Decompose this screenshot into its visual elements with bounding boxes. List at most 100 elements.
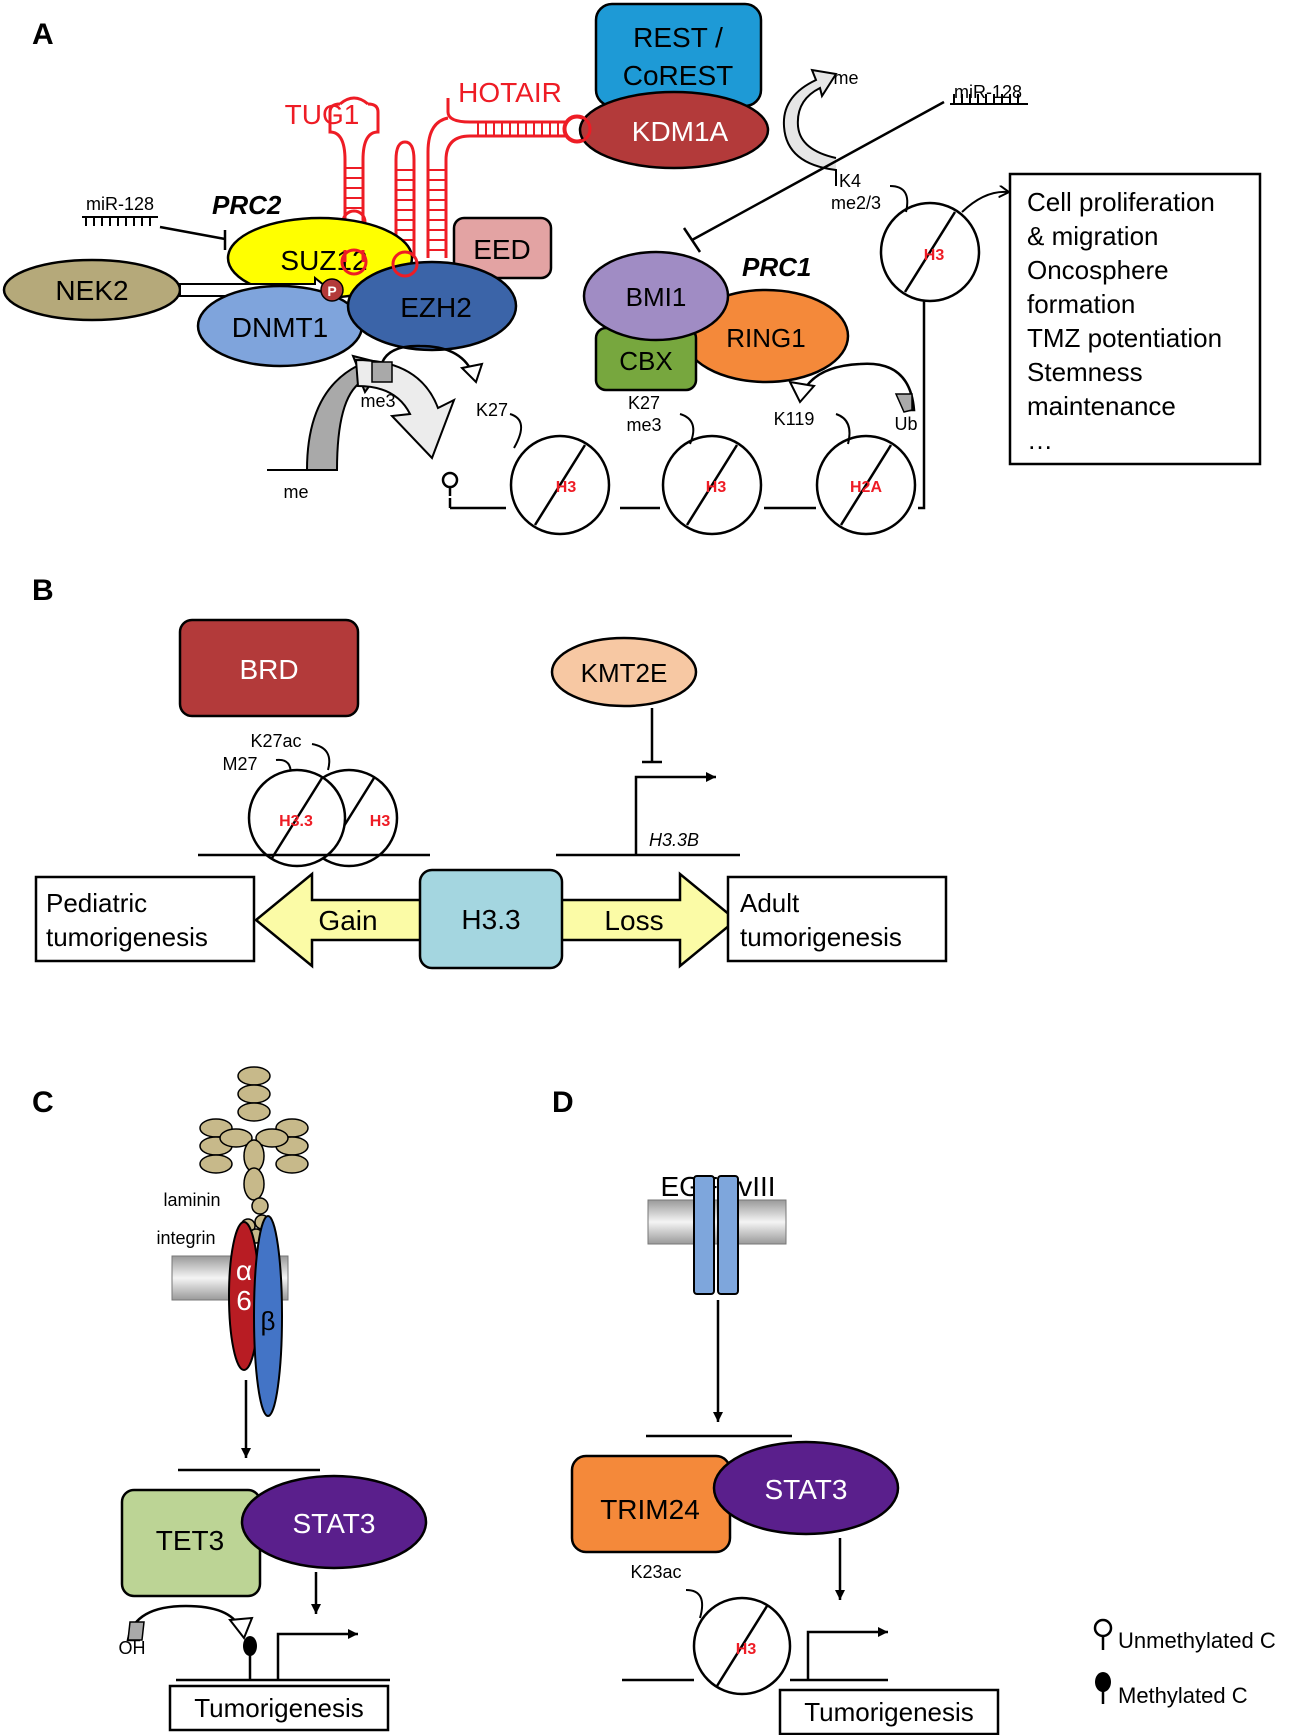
nucleosome-h3-1: H3: [509, 434, 611, 536]
nek2-label: NEK2: [55, 275, 128, 306]
adult-label-2: tumorigenesis: [740, 922, 902, 952]
svg-text:Oncosphere: Oncosphere: [1027, 255, 1169, 285]
nucleosome-h3-2: H3: [661, 434, 763, 536]
k4-tail: [889, 185, 909, 213]
legend-methylated-icon: [1095, 1672, 1111, 1692]
ezh2-label: EZH2: [400, 292, 472, 323]
kmt2e-inhibition: [642, 708, 662, 764]
svg-text:H3.3: H3.3: [279, 813, 313, 830]
svg-text:…: …: [1027, 425, 1053, 455]
integrin-beta: [253, 1215, 283, 1417]
svg-text:H3: H3: [706, 479, 727, 496]
me3-arrow: [378, 344, 474, 373]
svg-text:TMZ potentiation: TMZ potentiation: [1027, 323, 1222, 353]
brd-box: [178, 618, 360, 718]
panel-label-c: C: [32, 1086, 54, 1119]
bmi1-protein: [582, 250, 730, 342]
bmi1-label: BMI1: [626, 282, 687, 312]
panel-label-a: A: [32, 18, 54, 51]
pediatric-box: [34, 875, 256, 963]
pediatric-label-2: tumorigenesis: [46, 922, 208, 952]
svg-text:H3: H3: [370, 813, 391, 830]
egfr-left-chain: [693, 1175, 715, 1295]
nucleosome-h2a: H2A: [815, 434, 917, 536]
k27me3-tail: [679, 413, 695, 445]
svg-text:maintenance: maintenance: [1027, 391, 1176, 421]
laminin-label: laminin: [163, 1190, 220, 1210]
h33-center-box: [418, 868, 564, 970]
laminin-molecule: [199, 1066, 309, 1244]
k27ac-tail: [311, 743, 331, 771]
dnmt1-label: DNMT1: [232, 312, 328, 343]
legend-unmethylated-label: Unmethylated C: [1118, 1628, 1276, 1653]
kmt2e-protein: [550, 636, 698, 708]
tet3-label: TET3: [156, 1525, 224, 1556]
k4-label-2: me2/3: [831, 193, 881, 213]
promoter-c: [276, 1629, 358, 1680]
kdm1a-protein: [578, 90, 770, 170]
hotair-kdm1a-loop: [562, 114, 592, 144]
h33b-label: H3.3B: [649, 830, 699, 850]
oh-arrow: [126, 1604, 242, 1642]
unmethylated-c-head: [441, 471, 459, 489]
tumorigenesis-box-c: [168, 1684, 390, 1732]
legend-methylated-label: Methylated C: [1118, 1683, 1248, 1708]
mir128-left-strand: [82, 216, 158, 226]
eed-label: EED: [473, 234, 531, 265]
nucleosome-h33-b: H3.3: [247, 768, 347, 868]
k27-label: K27: [476, 400, 508, 420]
dna-line-a: [450, 240, 926, 510]
svg-text:formation: formation: [1027, 289, 1135, 319]
me3-arrow-head: [459, 362, 484, 384]
stat3-label-c: STAT3: [293, 1508, 376, 1539]
me3-label: me3: [360, 391, 395, 411]
panel-label-d: D: [552, 1086, 574, 1119]
eed-protein: [452, 216, 553, 280]
m27-label: M27: [222, 754, 257, 774]
phospho-label: P: [327, 283, 336, 299]
me3-arrow-tail: [371, 361, 393, 383]
kmt2e-label: KMT2E: [581, 658, 668, 688]
k23ac-label: K23ac: [630, 1562, 681, 1582]
mir128-left-inhibition: [159, 225, 227, 250]
beta-label: β: [261, 1306, 276, 1336]
tumorigenesis-label-d: Tumorigenesis: [804, 1697, 974, 1727]
kdm1a-label: KDM1A: [632, 116, 729, 147]
egfr-right-chain: [717, 1175, 739, 1295]
k23ac-tail: [685, 1589, 704, 1619]
legend-unmethylated-icon: [1093, 1618, 1113, 1638]
ub-label: Ub: [894, 414, 917, 434]
ring1-label: RING1: [726, 323, 805, 353]
nucleosome-h3-d: H3: [692, 1596, 792, 1696]
oh-label: OH: [119, 1638, 146, 1658]
k4-label-1: K4: [839, 171, 861, 191]
tumorigenesis-label-c: Tumorigenesis: [194, 1693, 364, 1723]
promoter-d: [806, 1627, 888, 1680]
k119-label: K119: [774, 409, 815, 429]
integrin-label: integrin: [156, 1228, 215, 1248]
hotair-label: HOTAIR: [458, 77, 562, 108]
stat3-protein-c: [240, 1474, 428, 1570]
k27ac-label: K27ac: [250, 731, 301, 751]
rest-corest-label-2: CoREST: [623, 60, 733, 91]
oh-arrow-head: [228, 1616, 254, 1640]
stat3-protein-d: [712, 1440, 900, 1536]
svg-text:H3: H3: [924, 247, 945, 264]
ub-arrow-tail: [894, 393, 913, 413]
svg-text:Stemness: Stemness: [1027, 357, 1143, 387]
loss-arrow: [558, 871, 738, 969]
dnmt1-methyl-arrow: [267, 354, 387, 471]
stat3-label-d: STAT3: [765, 1474, 848, 1505]
me-top-label: me: [833, 68, 858, 88]
six-label: 6: [236, 1285, 252, 1316]
h3-to-outcomes-arrow: [961, 192, 1008, 213]
svg-text:H3: H3: [556, 479, 577, 496]
methylated-c-head: [243, 1636, 257, 1656]
k27-tail: [509, 413, 522, 449]
gain-arrow: [254, 871, 426, 969]
outcomes-list: Cell proliferation & migration Oncospher…: [1027, 187, 1222, 455]
ub-arrow-head: [788, 380, 816, 404]
tug1-rungs: [345, 167, 414, 241]
me-label: me: [283, 482, 308, 502]
